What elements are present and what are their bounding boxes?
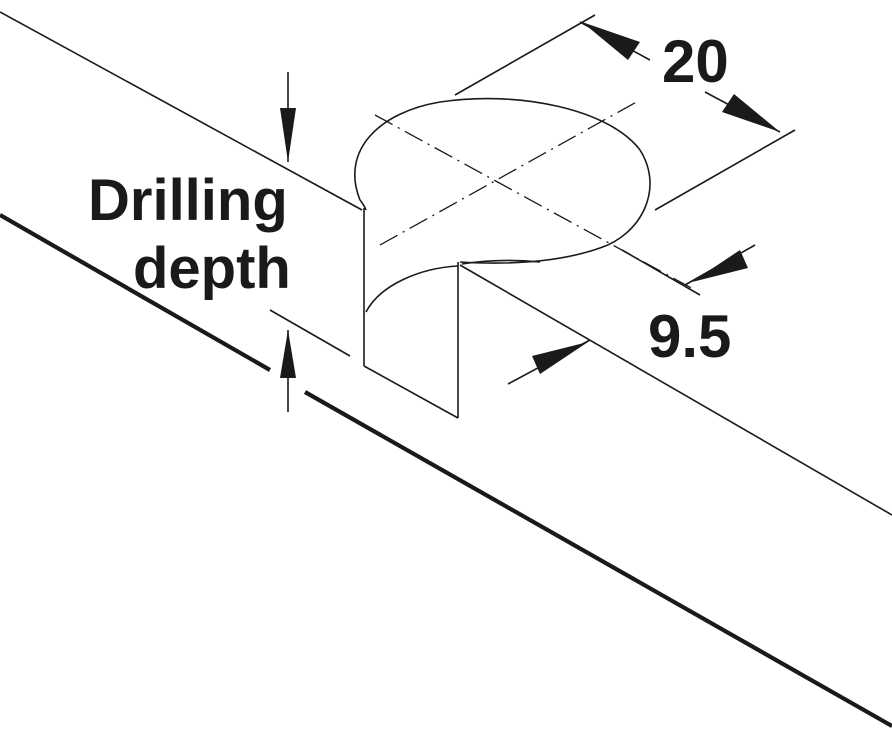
dim-9-5-arrow-lower xyxy=(532,342,588,374)
dim-20-label: 20 xyxy=(662,28,729,95)
hole-top-ellipse xyxy=(354,97,651,264)
hole-bottom-edge xyxy=(363,365,459,419)
drilling-depth-label-line2: depth xyxy=(133,236,291,301)
center-line-a xyxy=(374,114,696,291)
board-top-edge-right xyxy=(459,264,892,516)
depth-ext-lower xyxy=(269,309,351,357)
dim-20-ext-right xyxy=(654,129,796,211)
board-front-edge-right xyxy=(303,390,892,728)
dim-9-5-arrow-upper xyxy=(692,250,748,282)
depth-arrow-upper xyxy=(280,108,296,162)
board-front-edge-left xyxy=(0,213,272,372)
depth-arrow-lower xyxy=(280,330,296,378)
drilling-depth-label-line1: Drilling xyxy=(88,168,288,233)
hole-cut-edge xyxy=(359,199,367,211)
hole-bottom-curve xyxy=(365,265,459,313)
dim-20-ext-left xyxy=(454,14,596,96)
center-line-b xyxy=(379,99,641,246)
board-top-edge-left xyxy=(0,11,363,211)
dim-20-arrow-upper xyxy=(582,22,640,60)
hole-inner-arc xyxy=(461,259,541,265)
dim-9-5-label: 9.5 xyxy=(648,303,731,370)
dim-9-5-ext xyxy=(621,249,701,296)
dim-20-arrow-lower xyxy=(722,94,780,132)
